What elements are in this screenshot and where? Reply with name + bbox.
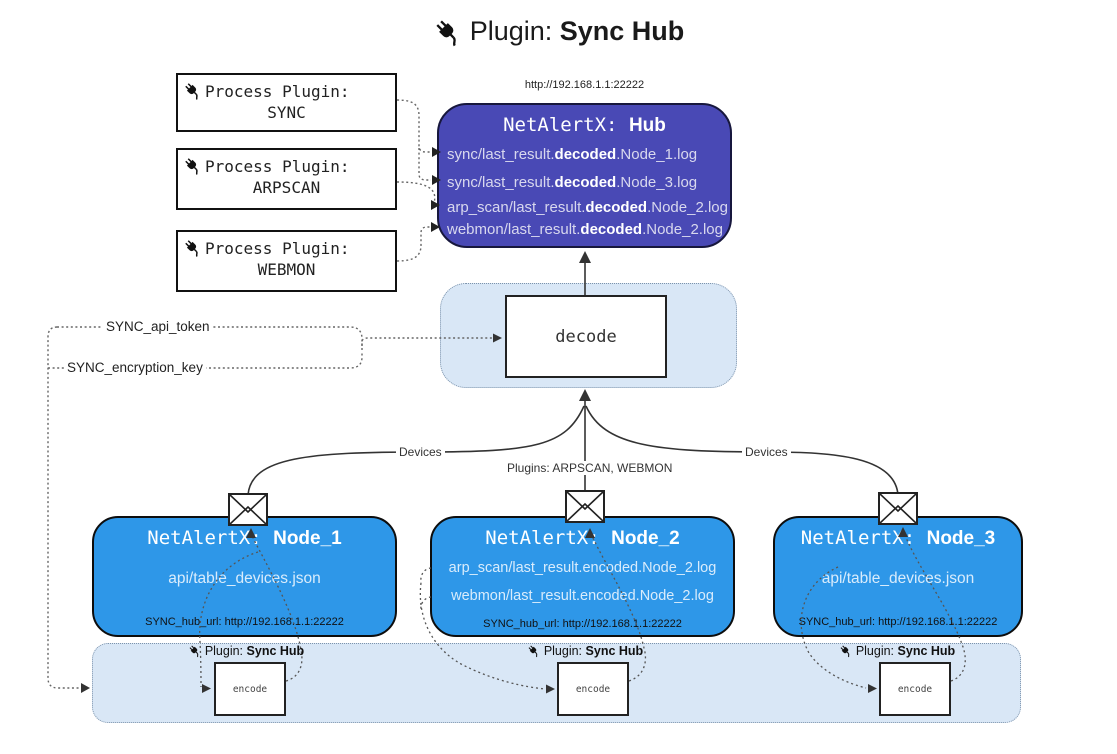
node-hub-url: SYNC_hub_url: http://192.168.1.1:22222 xyxy=(483,618,682,630)
plug-icon xyxy=(185,240,198,257)
process-plugin-name: ARPSCAN xyxy=(252,178,321,197)
hub-log-line: sync/last_result.decoded.Node_3.log xyxy=(447,174,730,191)
node-title: NetAlertX: Node_1 xyxy=(94,527,395,550)
process-plugin-box-arpscan: Process Plugin: ARPSCAN xyxy=(176,148,397,210)
node-title: NetAlertX: Node_3 xyxy=(775,527,1021,550)
node-hub-url: SYNC_hub_url: http://192.168.1.1:22222 xyxy=(145,616,344,628)
log-post: .Node_2.log xyxy=(642,221,723,238)
encode-box-1: encode xyxy=(214,662,286,716)
process-plugin-label: Process Plugin: xyxy=(205,238,350,258)
hub-log-line: sync/last_result.decoded.Node_1.log xyxy=(447,146,730,163)
sync-plugin-bold: Sync Hub xyxy=(897,644,956,658)
arrowhead-right xyxy=(431,200,440,210)
log-bold: decoded xyxy=(585,199,648,216)
sync-plugin-label: Plugin: Sync Hub xyxy=(171,644,321,658)
arrowhead-up xyxy=(246,528,256,538)
hub-log-line: arp_scan/last_result.decoded.Node_2.log xyxy=(447,199,730,216)
hub-log-line: webmon/last_result.decoded.Node_2.log xyxy=(447,221,730,238)
hub-title: NetAlertX: Hub xyxy=(439,114,730,137)
title-prefix: Plugin: xyxy=(469,16,560,46)
arrowhead-right xyxy=(81,683,90,693)
api-token-label: SYNC_api_token xyxy=(103,319,213,334)
envelope-icon xyxy=(565,490,605,523)
node-title-bold: Node_3 xyxy=(926,528,996,549)
sync-plugin-prefix: Plugin: xyxy=(204,644,244,658)
node-dotted-curves xyxy=(199,534,966,690)
log-pre: webmon/last_result. xyxy=(447,221,581,238)
sync-plugin-prefix: Plugin: xyxy=(543,644,583,658)
sync-plugin-prefix: Plugin: xyxy=(855,644,895,658)
arrowhead-up xyxy=(579,389,591,401)
log-post: .Node_2.log xyxy=(647,199,728,216)
arrowhead-right xyxy=(432,147,441,157)
sync-plugin-bold: Sync Hub xyxy=(246,644,305,658)
node-file: api/table_devices.json xyxy=(821,570,975,587)
log-pre: arp_scan/last_result. xyxy=(447,199,586,216)
node-title-prefix: NetAlertX: xyxy=(800,527,927,549)
arrowhead-right xyxy=(546,684,555,694)
arrowhead-right xyxy=(202,684,211,693)
log-bold: decoded xyxy=(554,146,617,163)
envelope-icon xyxy=(228,493,268,526)
log-post: .Node_3.log xyxy=(616,174,698,191)
plug-icon xyxy=(189,645,199,658)
title-bold: Sync Hub xyxy=(559,16,685,46)
node-hub-url: SYNC_hub_url: http://192.168.1.1:22222 xyxy=(798,616,998,628)
process-plugin-box-webmon: Process Plugin: WEBMON xyxy=(176,230,397,292)
hub-title-bold: Hub xyxy=(628,115,666,136)
arrowhead-up xyxy=(585,528,595,538)
plug-icon xyxy=(185,83,198,100)
arrowhead-up xyxy=(579,251,591,263)
sync-plugin-label: Plugin: Sync Hub xyxy=(510,644,660,658)
encryption-key-label: SYNC_encryption_key xyxy=(64,360,206,375)
devices-edge-label-right: Devices xyxy=(742,445,791,459)
encode-box-2: encode xyxy=(557,662,629,716)
log-pre: sync/last_result. xyxy=(447,174,555,191)
node-box-1: NetAlertX: Node_1 api/table_devices.json… xyxy=(92,516,397,637)
process-plugin-box-sync: Process Plugin: SYNC xyxy=(176,73,397,132)
log-bold: decoded xyxy=(580,221,643,238)
sync-plugin-label: Plugin: Sync Hub xyxy=(822,644,972,658)
log-post: .Node_1.log xyxy=(616,146,698,163)
plug-icon xyxy=(185,158,198,175)
node-title-bold: Node_1 xyxy=(273,528,342,549)
log-pre: sync/last_result. xyxy=(447,146,555,163)
envelope-icon xyxy=(878,492,918,525)
decode-box: decode xyxy=(505,295,667,378)
hub-url-label: http://192.168.1.1:22222 xyxy=(524,79,645,91)
arrowhead-right xyxy=(432,175,441,185)
node-title-bold: Node_2 xyxy=(611,528,680,549)
plug-icon xyxy=(840,645,850,658)
process-plugin-name: WEBMON xyxy=(257,260,316,279)
plug-icon xyxy=(528,645,538,658)
hub-title-prefix: NetAlertX: xyxy=(503,114,629,136)
sync-plugin-bold: Sync Hub xyxy=(585,644,644,658)
arrowhead-right xyxy=(493,333,502,343)
process-plugin-label: Process Plugin: xyxy=(205,156,350,176)
arrowhead-right xyxy=(431,222,440,232)
hub-box: NetAlertX: Hub sync/last_result.decoded.… xyxy=(437,103,732,248)
encode-box-3: encode xyxy=(879,662,951,716)
node-file: arp_scan/last_result.encoded.Node_2.log xyxy=(448,560,717,576)
log-bold: decoded xyxy=(554,174,617,191)
node-box-2: NetAlertX: Node_2 arp_scan/last_result.e… xyxy=(430,516,735,637)
page-title: Plugin: Sync Hub xyxy=(0,16,1117,48)
dotted-edges xyxy=(47,99,493,689)
process-plugin-label: Process Plugin: xyxy=(205,81,350,101)
plugins-edge-label: Plugins: ARPSCAN, WEBMON xyxy=(504,461,676,475)
arrowhead-up xyxy=(898,527,908,537)
process-plugin-name: SYNC xyxy=(267,103,306,122)
node-title-prefix: NetAlertX: xyxy=(147,527,274,549)
plug-icon xyxy=(436,20,456,47)
node-file: api/table_devices.json xyxy=(168,570,321,587)
devices-edge-label-left: Devices xyxy=(396,445,445,459)
node-title-prefix: NetAlertX: xyxy=(485,527,612,549)
node-file: webmon/last_result.encoded.Node_2.log xyxy=(451,588,714,604)
node-title: NetAlertX: Node_2 xyxy=(432,527,733,550)
arrowhead-right xyxy=(868,684,877,693)
